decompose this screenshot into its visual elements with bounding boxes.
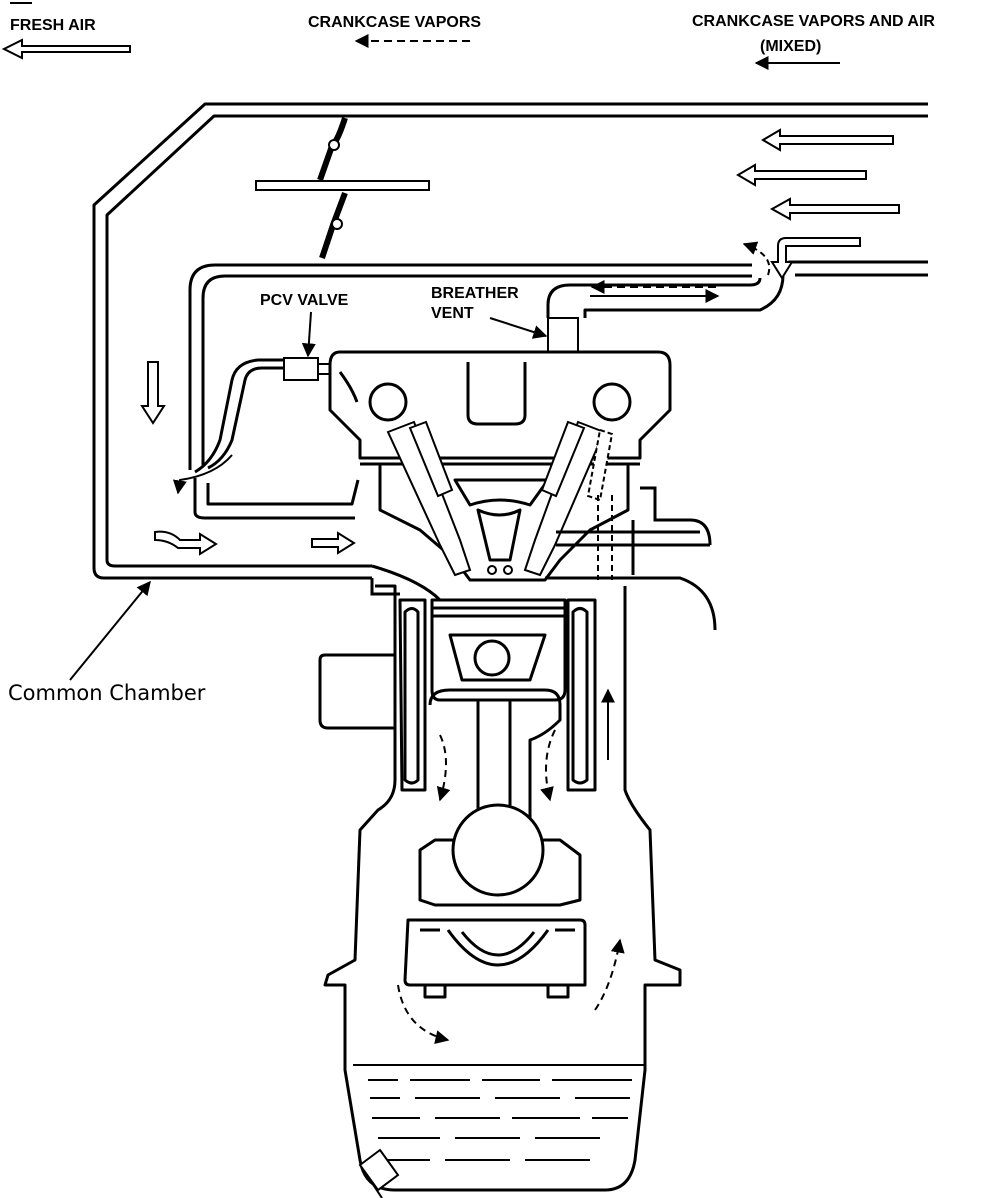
fresh-air-flow-arrows <box>140 128 900 556</box>
breather-vent-pointer <box>489 317 548 339</box>
cylinder-block <box>318 584 682 1192</box>
pcv-valve-label: PCV VALVE <box>260 292 349 309</box>
drain-plug-icon <box>358 1148 400 1198</box>
breather-vent-label-line1: BREATHER <box>431 285 519 302</box>
air-intake-duct <box>92 102 928 580</box>
legend: FRESH AIR CRANKCASE VAPORS CRANKCASE VAP… <box>1 2 935 70</box>
fresh-air-arrow-icon <box>761 128 894 152</box>
fresh-air-arrow-icon <box>770 237 861 280</box>
fresh-air-arrow-icon <box>1 2 131 60</box>
engine-ports <box>370 486 717 631</box>
legend-fresh-air: FRESH AIR <box>10 17 96 34</box>
fresh-air-arrow-icon <box>140 361 166 425</box>
crankcase-vapor-arrows <box>397 495 625 1044</box>
fresh-air-arrow-icon <box>311 531 356 555</box>
pcv-valve-pointer <box>301 311 316 358</box>
oil-sump <box>353 1064 645 1161</box>
legend-crankcase-vapors: CRANKCASE VAPORS <box>308 14 481 31</box>
valve-train <box>386 420 614 577</box>
legend-mixed-line1: CRANKCASE VAPORS AND AIR <box>692 13 935 30</box>
legend-mixed-line2: (MIXED) <box>760 38 821 55</box>
common-chamber-pointer <box>69 580 151 681</box>
pcv-hose <box>194 358 285 474</box>
breather-vent-label-line2: VENT <box>431 305 474 322</box>
fresh-air-arrow-icon <box>154 530 218 556</box>
fresh-air-arrow-icon <box>736 163 867 187</box>
fresh-air-arrow-icon <box>769 197 900 221</box>
piston-assembly <box>403 598 587 999</box>
throttle-plate <box>255 117 430 259</box>
common-chamber-label: Common Chamber <box>8 681 206 705</box>
